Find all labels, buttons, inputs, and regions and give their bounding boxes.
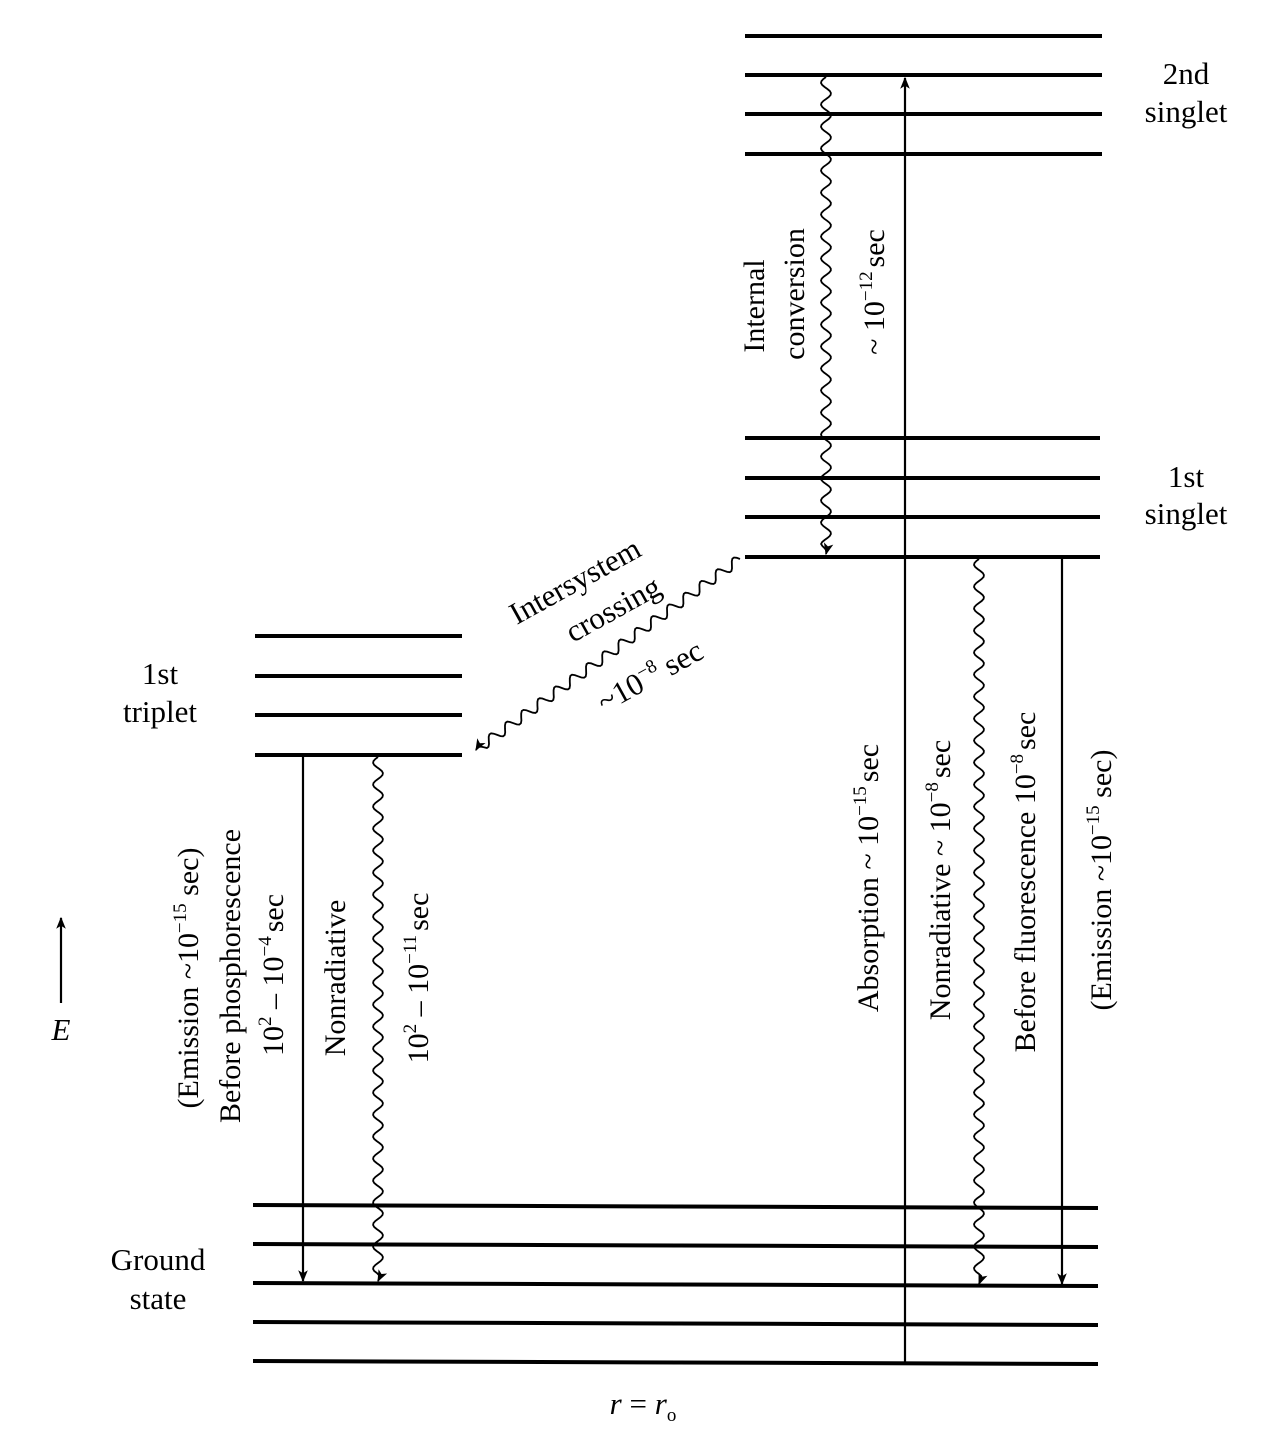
phosphorescence-emission-time: (Emission ~10−15 sec): [170, 848, 205, 1109]
absorption-label: Absorption ~ 10−15sec: [850, 744, 885, 1012]
ground-level-0: [252, 1359, 1099, 1366]
intersystem-crossing-wavy-arrow: [475, 556, 741, 752]
equilibrium-distance-label: r = ro: [610, 1386, 677, 1426]
internal-conversion-label-line2: conversion: [778, 228, 811, 360]
triplet-nonradiative-wavy-arrow: [372, 756, 388, 1283]
singlet-nonradiative-wavy-arrow: [973, 558, 988, 1286]
first-triplet-label-line2: triplet: [123, 694, 197, 729]
before-phosphorescence-time: 102 – 10−4sec: [255, 894, 290, 1056]
first-triplet-levels: [255, 634, 462, 757]
first-triplet-label-line1: 1st: [142, 656, 179, 691]
fluorescence-emission-time: (Emission ~10−15 sec): [1083, 750, 1118, 1011]
first-singlet-label-line1: 1st: [1168, 459, 1205, 494]
internal-conversion-label-line1: Internal: [738, 259, 771, 352]
ground-state-label-line2: state: [130, 1281, 187, 1316]
ground-level-3: [252, 1242, 1099, 1249]
internal-conversion-time: ~ 10−12sec: [856, 229, 891, 355]
ground-level-4: [252, 1203, 1099, 1210]
before-phosphorescence-label: Before phosphorescence: [214, 829, 247, 1123]
ground-state-levels: [252, 1203, 1099, 1366]
triplet-nonradiative-time: 102 – 10−11sec: [400, 893, 435, 1064]
second-singlet-label-line1: 2nd: [1163, 56, 1210, 91]
second-singlet-label-line2: singlet: [1145, 94, 1228, 129]
ground-level-2: [252, 1281, 1099, 1288]
first-singlet-label-line2: singlet: [1145, 496, 1228, 531]
first-singlet-levels: [745, 436, 1100, 559]
before-fluorescence-label: Before fluorescence 10−8sec: [1007, 712, 1042, 1053]
ground-level-1: [252, 1320, 1099, 1327]
internal-conversion-wavy-arrow: [820, 76, 834, 556]
ground-state-label-line1: Ground: [111, 1242, 206, 1277]
intersystem-crossing-time: ~10−8 sec: [591, 633, 709, 720]
triplet-nonradiative-label: Nonradiative: [319, 900, 352, 1057]
second-singlet-levels: [745, 34, 1102, 156]
singlet-nonradiative-label: Nonradiative ~ 10−8sec: [922, 740, 957, 1020]
energy-axis-label: E: [51, 1012, 71, 1047]
